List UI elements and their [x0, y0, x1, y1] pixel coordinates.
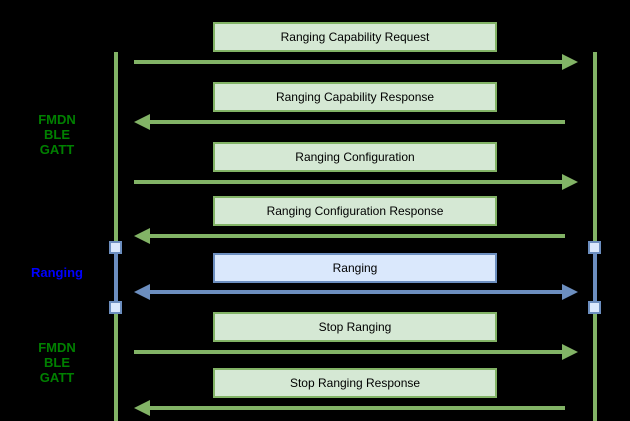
message-arrow-right: [134, 350, 564, 354]
phase-label-line: GATT: [39, 142, 75, 157]
message-arrow-left: [150, 120, 565, 124]
message-box-ranging: Ranging: [213, 253, 497, 283]
ranging-activation-segment-left: [114, 247, 118, 308]
arrow-head-left-icon: [134, 228, 150, 244]
phase-label-line: GATT: [39, 370, 75, 385]
message-arrow-right: [134, 180, 564, 184]
phase-label-ranging: Ranging: [5, 265, 109, 280]
activation-node: [109, 241, 122, 254]
phase-label-line: BLE: [44, 127, 70, 142]
phase-label-fmdn-ble-gatt-bottom: FMDN BLE GATT: [5, 340, 109, 385]
phase-label-line: FMDN: [38, 340, 76, 355]
message-arrow-left: [150, 406, 565, 410]
activation-node: [109, 301, 122, 314]
activation-node: [588, 241, 601, 254]
arrow-head-right-icon: [562, 284, 578, 300]
arrow-head-left-icon: [134, 284, 150, 300]
message-arrow-bidirectional: [150, 290, 562, 294]
phase-label-fmdn-ble-gatt-top: FMDN BLE GATT: [5, 112, 109, 157]
arrow-head-right-icon: [562, 54, 578, 70]
ranging-activation-segment-right: [593, 247, 597, 308]
activation-node: [588, 301, 601, 314]
message-box-ranging-configuration-response: Ranging Configuration Response: [213, 196, 497, 226]
message-box-stop-ranging-response: Stop Ranging Response: [213, 368, 497, 398]
message-arrow-right: [134, 60, 564, 64]
message-box-ranging-capability-response: Ranging Capability Response: [213, 82, 497, 112]
lifeline-right: [593, 52, 597, 421]
phase-label-line: Ranging: [31, 265, 83, 280]
lifeline-left: [114, 52, 118, 421]
arrow-head-left-icon: [134, 114, 150, 130]
message-box-ranging-configuration: Ranging Configuration: [213, 142, 497, 172]
message-arrow-left: [150, 234, 565, 238]
arrow-head-right-icon: [562, 174, 578, 190]
message-box-stop-ranging: Stop Ranging: [213, 312, 497, 342]
arrow-head-left-icon: [134, 400, 150, 416]
phase-label-line: FMDN: [38, 112, 76, 127]
arrow-head-right-icon: [562, 344, 578, 360]
message-box-ranging-capability-request: Ranging Capability Request: [213, 22, 497, 52]
phase-label-line: BLE: [44, 355, 70, 370]
